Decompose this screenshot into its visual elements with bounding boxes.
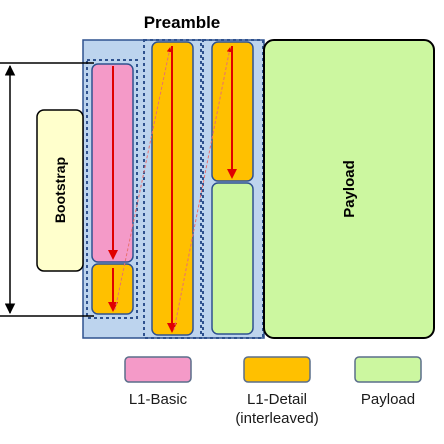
legend-label-l1-basic: L1-Basic <box>98 390 218 409</box>
payload-block-label: Payload <box>341 160 358 218</box>
connector-arrow-2 <box>173 47 232 331</box>
legend-label-payload: Payload <box>328 390 444 409</box>
legend-swatch-l1-detail <box>243 356 311 383</box>
preamble-column-3 <box>202 39 264 339</box>
preamble-column-1 <box>86 59 138 319</box>
bootstrap-block <box>36 109 84 272</box>
bootstrap-label: Bootstrap <box>52 157 68 223</box>
legend-label-payload-line1: Payload <box>360 391 416 408</box>
diagram-title: Preamble <box>144 13 221 32</box>
payload-block <box>263 39 435 339</box>
payload-block-small <box>211 182 254 335</box>
legend-label-l1-detail: L1-Detail (interleaved) <box>217 390 337 428</box>
legend-label-l1-detail-line1: L1-Detail <box>246 391 308 408</box>
legend-swatch-l1-basic <box>124 356 192 383</box>
preamble-column-2 <box>143 39 202 339</box>
legend-swatch-payload <box>354 356 422 383</box>
legend-label-l1-detail-line2: (interleaved) <box>235 410 319 427</box>
legend-label-l1-basic-line1: L1-Basic <box>128 391 188 408</box>
